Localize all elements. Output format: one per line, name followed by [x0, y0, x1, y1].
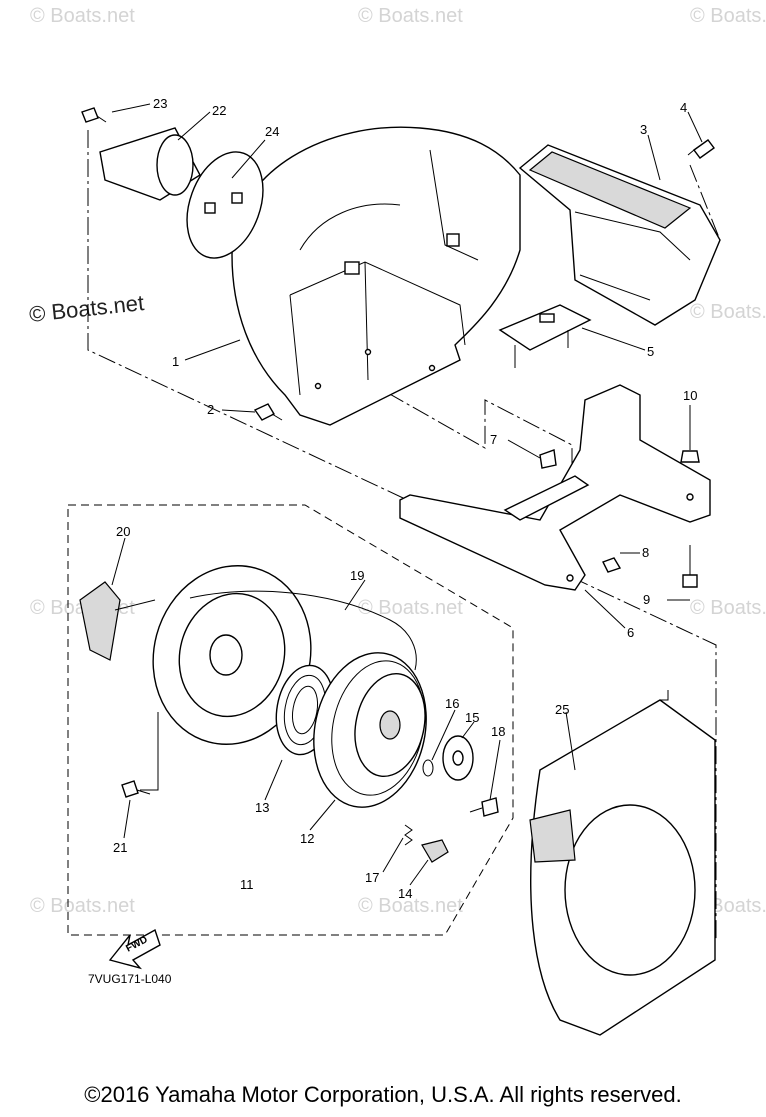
cup-22 — [99, 127, 201, 201]
plate-7 — [503, 449, 590, 521]
callout-23: 23 — [153, 96, 167, 111]
assembly-line — [140, 712, 159, 791]
callout-16: 16 — [445, 696, 459, 711]
bolt-2 — [253, 403, 283, 421]
bracket-6 — [399, 384, 711, 591]
callout-6: 6 — [627, 625, 634, 640]
callout-14: 14 — [398, 886, 412, 901]
plate-24 — [186, 151, 264, 259]
starter-group-box — [67, 504, 514, 936]
callout-19: 19 — [350, 568, 364, 583]
callout-3: 3 — [640, 122, 647, 137]
starter-handle-20 — [79, 581, 156, 661]
watermark-layer: © Boats.net © Boats.net © Boats.net © Bo… — [30, 5, 766, 917]
callout-11: 11 — [240, 877, 254, 892]
drive-plate-15 — [442, 735, 474, 781]
watermark: © Boats.net — [30, 5, 135, 27]
watermark: © Boats.net — [358, 5, 463, 27]
fwd-arrow-icon: FWD — [108, 928, 161, 970]
watermark: © Boats.net — [690, 597, 766, 619]
watermark: © Boats.net — [690, 5, 766, 27]
top-cover — [518, 144, 721, 326]
watermark: © Boats.net — [358, 597, 463, 619]
watermark: © Boats.net — [358, 895, 463, 917]
leader-lines — [111, 103, 703, 886]
watermark-main: © Boats.net — [28, 290, 145, 327]
callout-2: 2 — [207, 402, 214, 417]
spring-17 — [404, 824, 413, 846]
callout-1: 1 — [172, 354, 179, 369]
callout-25: 25 — [555, 702, 569, 717]
nut-8 — [602, 557, 622, 573]
assembly-line — [87, 130, 717, 940]
callout-17: 17 — [365, 870, 379, 885]
starter-case — [152, 565, 312, 745]
callout-21: 21 — [113, 840, 127, 855]
bolt-4 — [687, 139, 715, 159]
callout-20: 20 — [116, 524, 130, 539]
callout-12: 12 — [300, 831, 314, 846]
callout-15: 15 — [465, 710, 479, 725]
plate-5 — [498, 304, 592, 368]
bolt-23 — [81, 107, 107, 123]
copyright-notice: ©2016 Yamaha Motor Corporation, U.S.A. A… — [84, 1082, 682, 1107]
callout-18: 18 — [491, 724, 505, 739]
callout-4: 4 — [680, 100, 687, 115]
callout-10: 10 — [683, 388, 697, 403]
bolt-21 — [121, 780, 151, 798]
fan-housing — [231, 126, 521, 426]
pawl-14 — [421, 839, 449, 863]
callout-24: 24 — [265, 124, 279, 139]
callout-9: 9 — [643, 592, 650, 607]
callout-labels: 1 2 3 4 5 6 7 8 9 10 11 12 13 14 15 16 1… — [113, 96, 697, 901]
shroud-25 — [529, 690, 716, 1036]
callout-8: 8 — [642, 545, 649, 560]
callout-5: 5 — [647, 344, 654, 359]
nut-10 — [680, 450, 700, 463]
diagram-code: 7VUG171-L040 — [88, 972, 172, 986]
callout-7: 7 — [490, 432, 497, 447]
clip-16 — [422, 759, 434, 777]
watermark: © Boats.net — [690, 301, 766, 323]
callout-22: 22 — [212, 103, 226, 118]
bolt-9 — [682, 545, 698, 588]
starter-rope-19 — [189, 590, 417, 671]
watermark: © Boats.net — [30, 895, 135, 917]
callout-13: 13 — [255, 800, 269, 815]
pulley-12 — [313, 652, 427, 808]
screw-18 — [469, 797, 499, 817]
